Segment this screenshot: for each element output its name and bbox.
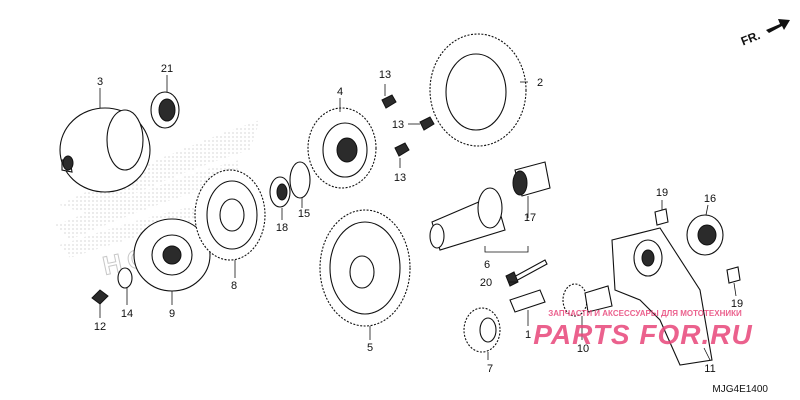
part-gear-8 <box>194 169 266 261</box>
callout-11: 11 <box>704 363 715 375</box>
part-bolt-13-b <box>419 116 435 131</box>
callout-13-b: 13 <box>392 119 404 131</box>
leader-lines <box>99 75 737 361</box>
watermark-tagline: ЗАПЧАСТИ И АКСЕССУАРЫ ДЛЯ МОТОТЕХНИКИ <box>548 309 742 318</box>
watermark: ЗАПЧАСТИ И АКСЕССУАРЫ ДЛЯ МОТОТЕХНИКИ PA… <box>533 309 752 350</box>
part-bearing-16 <box>686 214 724 256</box>
part-starter-clutch-outer <box>59 107 151 193</box>
part-sleeve-17 <box>512 161 551 197</box>
callout-19-b: 19 <box>731 298 743 310</box>
watermark-brand: PARTS FOR.RU <box>533 319 752 350</box>
callout-8: 8 <box>231 280 237 292</box>
callout-21: 21 <box>161 63 173 75</box>
callout-labels: 1 2 3 4 5 6 7 8 9 10 11 12 13 13 13 14 1… <box>94 63 743 375</box>
part-dowel-19-b <box>726 266 741 284</box>
callout-20: 20 <box>480 277 492 289</box>
front-arrow-icon <box>766 19 790 33</box>
callout-2: 2 <box>537 77 543 89</box>
part-gear-7 <box>463 307 501 353</box>
part-bolt-13-a <box>381 94 397 109</box>
callout-17: 17 <box>524 212 536 224</box>
part-shaft-6 <box>429 187 506 251</box>
callout-16: 16 <box>704 193 716 205</box>
callout-19-a: 19 <box>656 187 668 199</box>
callout-10: 10 <box>577 343 589 355</box>
callout-1: 1 <box>525 329 531 341</box>
callout-12: 12 <box>94 321 106 333</box>
callout-3: 3 <box>97 76 103 88</box>
part-bracket-11 <box>611 227 713 366</box>
callout-14: 14 <box>121 308 133 320</box>
part-bearing-21 <box>150 91 180 129</box>
callout-15: 15 <box>298 208 310 220</box>
part-bolt-20 <box>505 259 548 287</box>
callout-18: 18 <box>276 222 288 234</box>
callout-6: 6 <box>484 259 490 271</box>
part-gear-4 <box>307 107 377 189</box>
part-gear-5 <box>319 209 411 327</box>
direction-label: FR. <box>739 28 762 48</box>
diagram-code: MJG4E1400 <box>712 384 768 395</box>
part-pin-1 <box>509 289 546 313</box>
callout-4: 4 <box>337 86 343 98</box>
part-ring-gear-2 <box>429 33 527 147</box>
part-starter-clutch <box>133 218 211 292</box>
part-needle-bearing-18 <box>269 176 291 208</box>
callout-13-a: 13 <box>379 69 391 81</box>
part-washer-15 <box>289 161 311 199</box>
part-bolt-13-c <box>394 142 410 157</box>
callout-9: 9 <box>169 308 175 320</box>
part-dowel-19-a <box>654 208 669 226</box>
part-gear-10 <box>562 283 613 317</box>
callout-5: 5 <box>367 342 373 354</box>
part-bolt-12 <box>91 289 109 305</box>
part-washer-14 <box>117 267 133 289</box>
front-direction-indicator: FR. <box>739 19 790 48</box>
callout-7: 7 <box>487 363 493 375</box>
callout-13-c: 13 <box>394 172 406 184</box>
